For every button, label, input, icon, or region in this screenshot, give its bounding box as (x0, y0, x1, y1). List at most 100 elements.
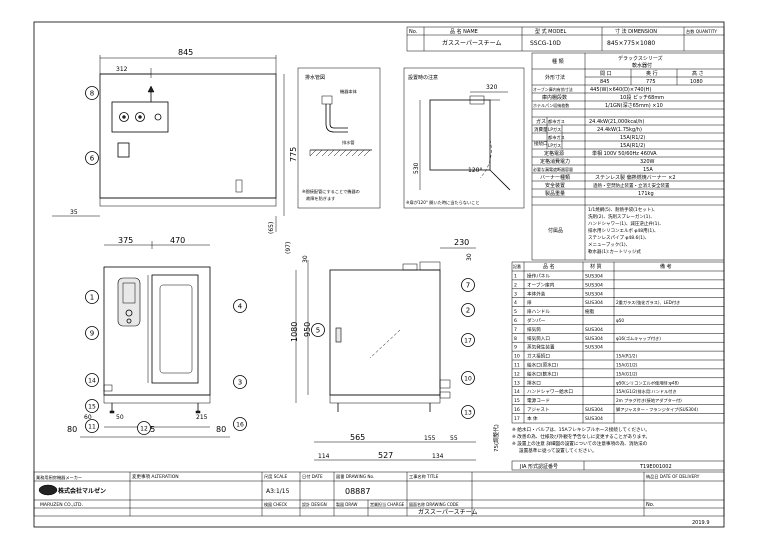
parts-cell: オーブン庫内 (527, 281, 555, 288)
burner-value: ステンレス製 偏熱燃焼バーナー ×2 (595, 174, 676, 181)
dim-install-530: 530 (413, 162, 420, 174)
drawing-no-value: 08887 (345, 487, 370, 496)
parts-cell: 排水口 (527, 379, 541, 386)
drain-note-2: 故障を防ぎます (306, 195, 335, 202)
callout-circle (461, 278, 475, 292)
callout-circle (85, 290, 99, 304)
conn-city-label: 都市ガス (548, 134, 565, 141)
rated-power-value: 320W (640, 159, 655, 165)
dim-front-470: 470 (170, 236, 185, 245)
parts-cell: 15A(R1/2) (616, 354, 637, 359)
title-label: 工事名称 TITLE (409, 473, 439, 480)
callout-circle (85, 86, 99, 100)
parts-cell: 本体外装 (527, 290, 546, 297)
parts-cell: 12 (514, 371, 520, 377)
acc-3: ハンドシャワー(1)、減圧逆止弁(1)、 (588, 220, 664, 227)
parts-cell: 16 (514, 407, 520, 413)
callout-label: 5 (316, 326, 320, 334)
parts-cell: 排気筒入口 (527, 335, 550, 342)
dim-top-35: 35 (70, 209, 78, 216)
callout-label: 6 (90, 154, 95, 162)
title-block-top: No. 品 名 NAME ガススーパースチーム 型 式 MODEL SSCG-1… (406, 26, 725, 52)
callout-label: 16 (236, 421, 244, 428)
lp-gas-label: LPガス (548, 126, 561, 133)
callout-label: 4 (238, 302, 243, 310)
name-value: ガススーパースチーム (442, 39, 501, 47)
parts-cell: SUS304 (585, 407, 603, 413)
parts-cell: 5 (514, 309, 517, 315)
company-name: 株式会社マルゼン (58, 487, 106, 495)
conn-lp-value: 15A(R1/2) (620, 143, 645, 149)
top-view: 845 312 775 35 (65) (52, 48, 298, 234)
alteration-label: 変更事項 ALTERATION (132, 473, 179, 480)
city-gas-value: 24.4kW(21,000kcal/h) (589, 119, 644, 125)
height-value: 1080 (690, 79, 703, 85)
dim-side-565: 565 (350, 433, 365, 442)
width-label: 間 口 (600, 71, 612, 77)
jia-value: T19E001002 (639, 464, 672, 470)
parts-cell: 13 (514, 380, 520, 386)
note-3: ※ 設置上の注意 詳細図の設置についての注意事項の為、消防法の (512, 440, 648, 447)
height-label: 高 さ (692, 70, 704, 77)
parts-cell: 2m プラグ付き(接地アダプター付) (616, 397, 682, 404)
kind-value-2: 軟水器付 (632, 62, 652, 69)
safety-label: 安全装置 (545, 182, 565, 189)
drawing-no-label: 図番 DRAWING No. (336, 473, 374, 480)
note-2: ※ 改善の為、仕様及び外観を予告なしに変更することがあります。 (512, 433, 650, 440)
callout-circle (233, 375, 247, 389)
drawing-code-value: ガススーパースチーム (418, 508, 477, 516)
dim-top-65: (65) (268, 222, 275, 234)
parts-cell: 1 (514, 274, 517, 280)
parts-cell: 給水口(軟水口) (527, 370, 558, 377)
kind-label: 種 類 (552, 58, 564, 65)
callout-label: 17 (464, 337, 472, 344)
note-1: ※ 給水口・バルブは、15Aフレキシブルホース接続してください。 (512, 426, 650, 433)
parts-cell: 操作パネル (527, 273, 550, 280)
dim-front-50: 50 (116, 414, 124, 421)
city-gas-label: 都市ガス (548, 118, 565, 125)
parts-cell: ダンパー (527, 317, 546, 324)
callout-label: 14 (88, 377, 96, 384)
callout-circle (85, 399, 99, 413)
acc-7: 軟水器(1):カートリッジ式 (588, 248, 641, 255)
callout-label: 13 (464, 409, 472, 416)
parts-cell: SUS304 (585, 336, 603, 342)
breaker-label: 必要な漏電遮断器容量 (533, 166, 573, 172)
shelves-value: 10段 ピッチ68mm (620, 94, 664, 101)
hotel-pan-value: 1/1GN(深さ65mm) ×10 (605, 102, 663, 109)
draw-label: 製図 DRAW (336, 501, 357, 507)
dim-front-375: 375 (118, 236, 133, 245)
parts-cell: φ16(ゴムキャップ付き) (616, 335, 661, 342)
weight-value: 171kg (638, 191, 654, 197)
model-label: 型 式 MODEL (535, 28, 566, 35)
parts-cell: SUS304 (585, 327, 603, 333)
callout-circle (461, 405, 475, 419)
model-value: SSCG-10D (530, 40, 561, 47)
callout-label: 15 (88, 403, 96, 410)
callout-circle (85, 419, 99, 433)
callout-label: 8 (90, 89, 94, 97)
callout-circle (233, 299, 247, 313)
dimension-value: 845×775×1080 (607, 40, 655, 47)
callout-circle (85, 373, 99, 387)
parts-cell: SUS304 (585, 345, 603, 351)
quantity-label: 台数 QUANTITY (686, 28, 717, 35)
note-4: 設置基準に従って設置してください。 (519, 447, 597, 454)
dim-front-97: (97) (285, 242, 292, 254)
parts-cell: 8 (514, 336, 517, 342)
parts-cell: SUS304 (585, 282, 603, 288)
consumption-label: 消費量 (534, 126, 548, 133)
callout-circle (311, 323, 325, 337)
dim-top-775: 775 (289, 147, 298, 162)
year: 2019.9 (692, 520, 710, 526)
parts-cell: 15A(G1/2) (616, 363, 638, 368)
parts-header-name: 品 名 (543, 263, 555, 270)
parts-cell: 4 (514, 300, 517, 306)
parts-cell: 2 (514, 282, 517, 288)
install-title: 設置時の注意 (408, 74, 438, 81)
burner-label: バーナー種類 (540, 174, 570, 181)
parts-cell: アジャスト (527, 407, 550, 413)
drain-body-label: 機器本体 (340, 88, 358, 95)
